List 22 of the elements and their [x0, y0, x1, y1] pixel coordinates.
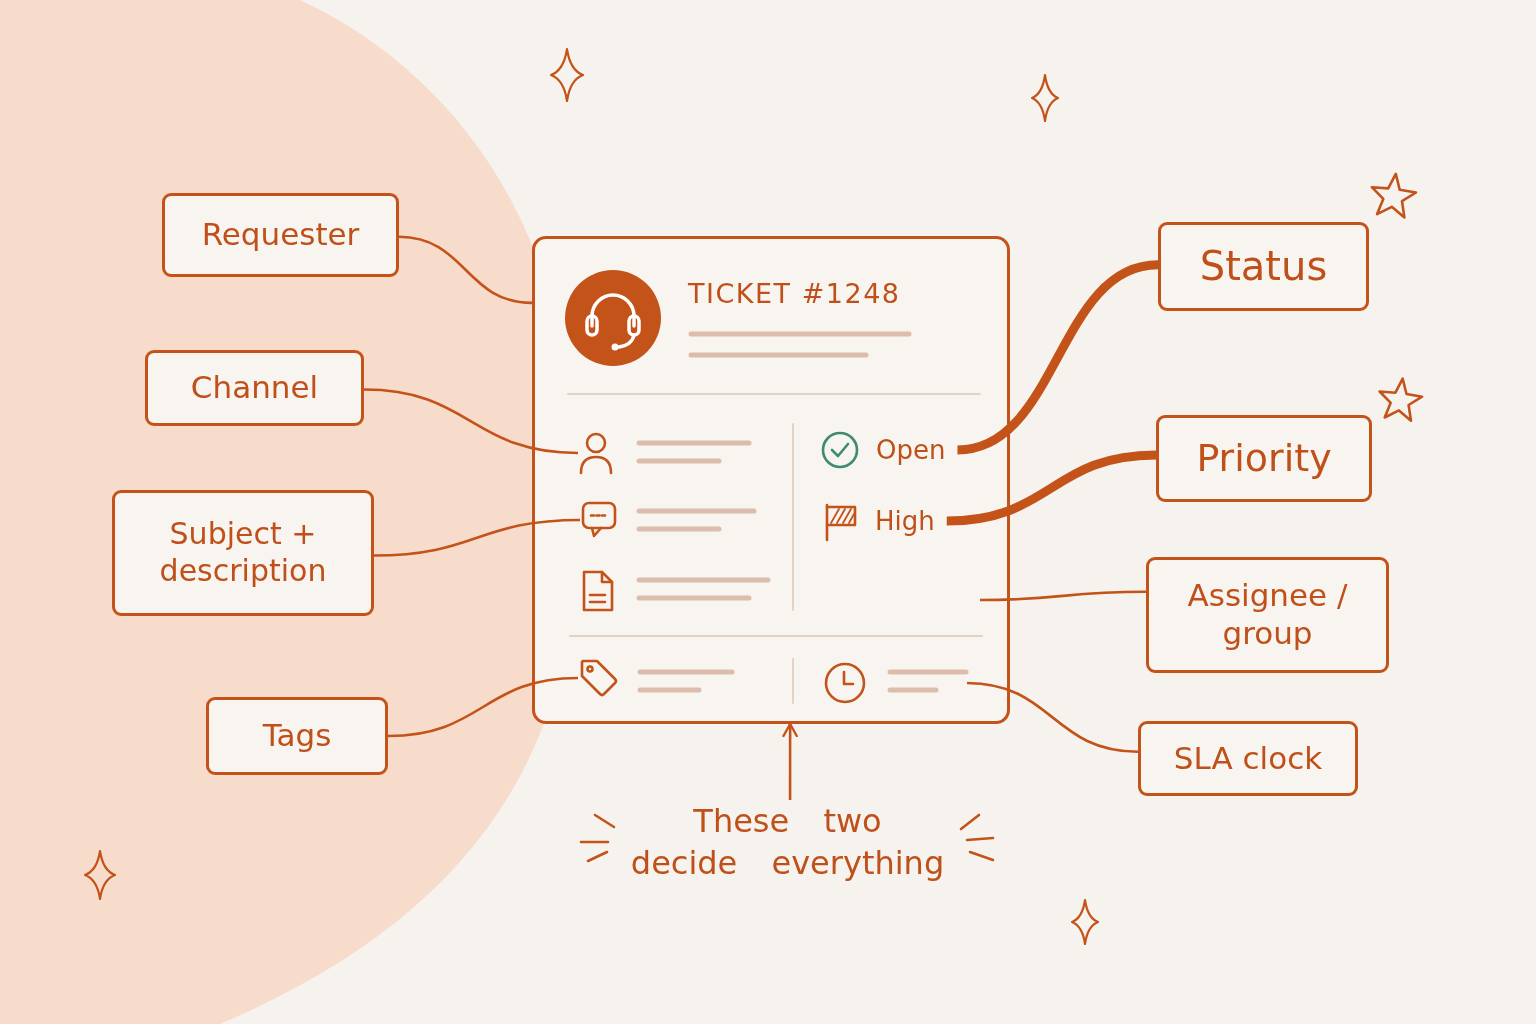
status-label: Open — [876, 433, 958, 467]
callout-label: SLA clock — [1138, 721, 1358, 796]
callout-label: Subject + description — [112, 490, 374, 616]
callout-label: Requester — [162, 193, 399, 277]
callout-label: Tags — [206, 697, 388, 775]
callout-label: Status — [1158, 222, 1369, 311]
callout-label: Priority — [1156, 415, 1372, 502]
leader-line — [956, 260, 1159, 455]
leader-line — [980, 590, 1146, 602]
leader-line — [398, 235, 533, 305]
note-text: These two decide everything — [627, 800, 948, 884]
ticket-title: TICKET #1248 — [688, 277, 901, 311]
leader-line — [966, 681, 1139, 754]
callout-label: Channel — [145, 350, 364, 426]
callout-label: Assignee / group — [1146, 557, 1389, 673]
leader-line — [363, 388, 579, 455]
ticket-card — [532, 236, 1010, 724]
priority-label: High — [875, 504, 947, 538]
leader-line — [373, 518, 581, 557]
leader-line — [946, 450, 1157, 526]
arrow — [782, 722, 798, 800]
leader-line — [387, 676, 579, 738]
